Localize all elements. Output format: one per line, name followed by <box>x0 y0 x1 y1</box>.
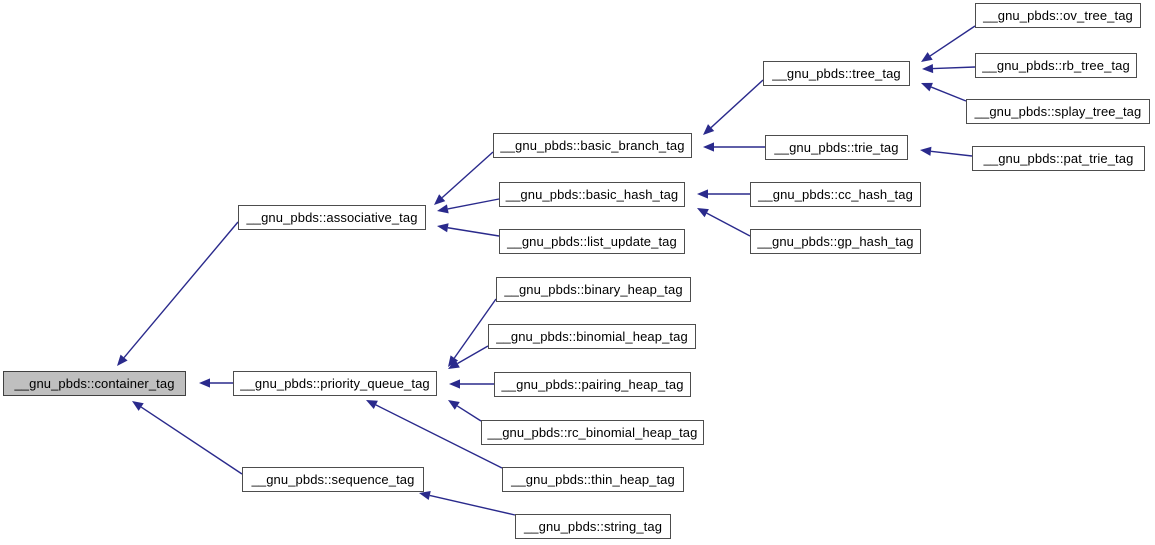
node-rb_tree_tag[interactable]: __gnu_pbds::rb_tree_tag <box>975 53 1137 78</box>
node-sequence_tag[interactable]: __gnu_pbds::sequence_tag <box>242 467 424 492</box>
node-binomial_heap_tag[interactable]: __gnu_pbds::binomial_heap_tag <box>488 324 696 349</box>
edge-trie_tag-to-basic_branch_tag <box>703 142 765 152</box>
edge-list_update_tag-to-associative_tag <box>437 223 500 237</box>
node-trie_tag[interactable]: __gnu_pbds::trie_tag <box>765 135 908 160</box>
edge-priority_queue_tag-to-container_tag <box>199 378 233 388</box>
edge-sequence_tag-to-container_tag <box>132 401 243 475</box>
node-basic_hash_tag[interactable]: __gnu_pbds::basic_hash_tag <box>499 182 685 207</box>
node-thin_heap_tag[interactable]: __gnu_pbds::thin_heap_tag <box>502 467 684 492</box>
edge-rb_tree_tag-to-tree_tag <box>922 63 976 74</box>
edge-associative_tag-to-container_tag <box>117 221 239 366</box>
node-pat_trie_tag[interactable]: __gnu_pbds::pat_trie_tag <box>972 146 1145 171</box>
node-priority_queue_tag[interactable]: __gnu_pbds::priority_queue_tag <box>233 371 437 396</box>
node-associative_tag[interactable]: __gnu_pbds::associative_tag <box>238 205 426 230</box>
node-string_tag[interactable]: __gnu_pbds::string_tag <box>515 514 671 539</box>
node-binary_heap_tag[interactable]: __gnu_pbds::binary_heap_tag <box>496 277 691 302</box>
node-pairing_heap_tag[interactable]: __gnu_pbds::pairing_heap_tag <box>494 372 691 397</box>
node-cc_hash_tag[interactable]: __gnu_pbds::cc_hash_tag <box>750 182 921 207</box>
edge-pairing_heap_tag-to-priority_queue_tag <box>449 379 494 389</box>
node-container_tag[interactable]: __gnu_pbds::container_tag <box>3 371 186 396</box>
node-ov_tree_tag[interactable]: __gnu_pbds::ov_tree_tag <box>975 3 1141 28</box>
edge-ov_tree_tag-to-tree_tag <box>921 25 976 62</box>
edge-basic_branch_tag-to-associative_tag <box>434 151 494 205</box>
node-rc_binomial_heap_tag[interactable]: __gnu_pbds::rc_binomial_heap_tag <box>481 420 704 445</box>
edge-basic_hash_tag-to-associative_tag <box>437 198 500 214</box>
edge-splay_tree_tag-to-tree_tag <box>921 82 967 102</box>
edge-binomial_heap_tag-to-priority_queue_tag <box>448 345 489 369</box>
edge-tree_tag-to-basic_branch_tag <box>703 79 764 135</box>
node-basic_branch_tag[interactable]: __gnu_pbds::basic_branch_tag <box>493 133 692 158</box>
node-list_update_tag[interactable]: __gnu_pbds::list_update_tag <box>499 229 685 254</box>
node-splay_tree_tag[interactable]: __gnu_pbds::splay_tree_tag <box>966 99 1150 124</box>
edge-gp_hash_tag-to-basic_hash_tag <box>697 208 751 237</box>
node-gp_hash_tag[interactable]: __gnu_pbds::gp_hash_tag <box>750 229 921 254</box>
edge-rc_binomial_heap_tag-to-priority_queue_tag <box>448 400 482 422</box>
node-tree_tag[interactable]: __gnu_pbds::tree_tag <box>763 61 910 86</box>
edge-cc_hash_tag-to-basic_hash_tag <box>697 189 750 199</box>
edge-pat_trie_tag-to-trie_tag <box>920 146 973 157</box>
edge-string_tag-to-sequence_tag <box>419 490 516 516</box>
